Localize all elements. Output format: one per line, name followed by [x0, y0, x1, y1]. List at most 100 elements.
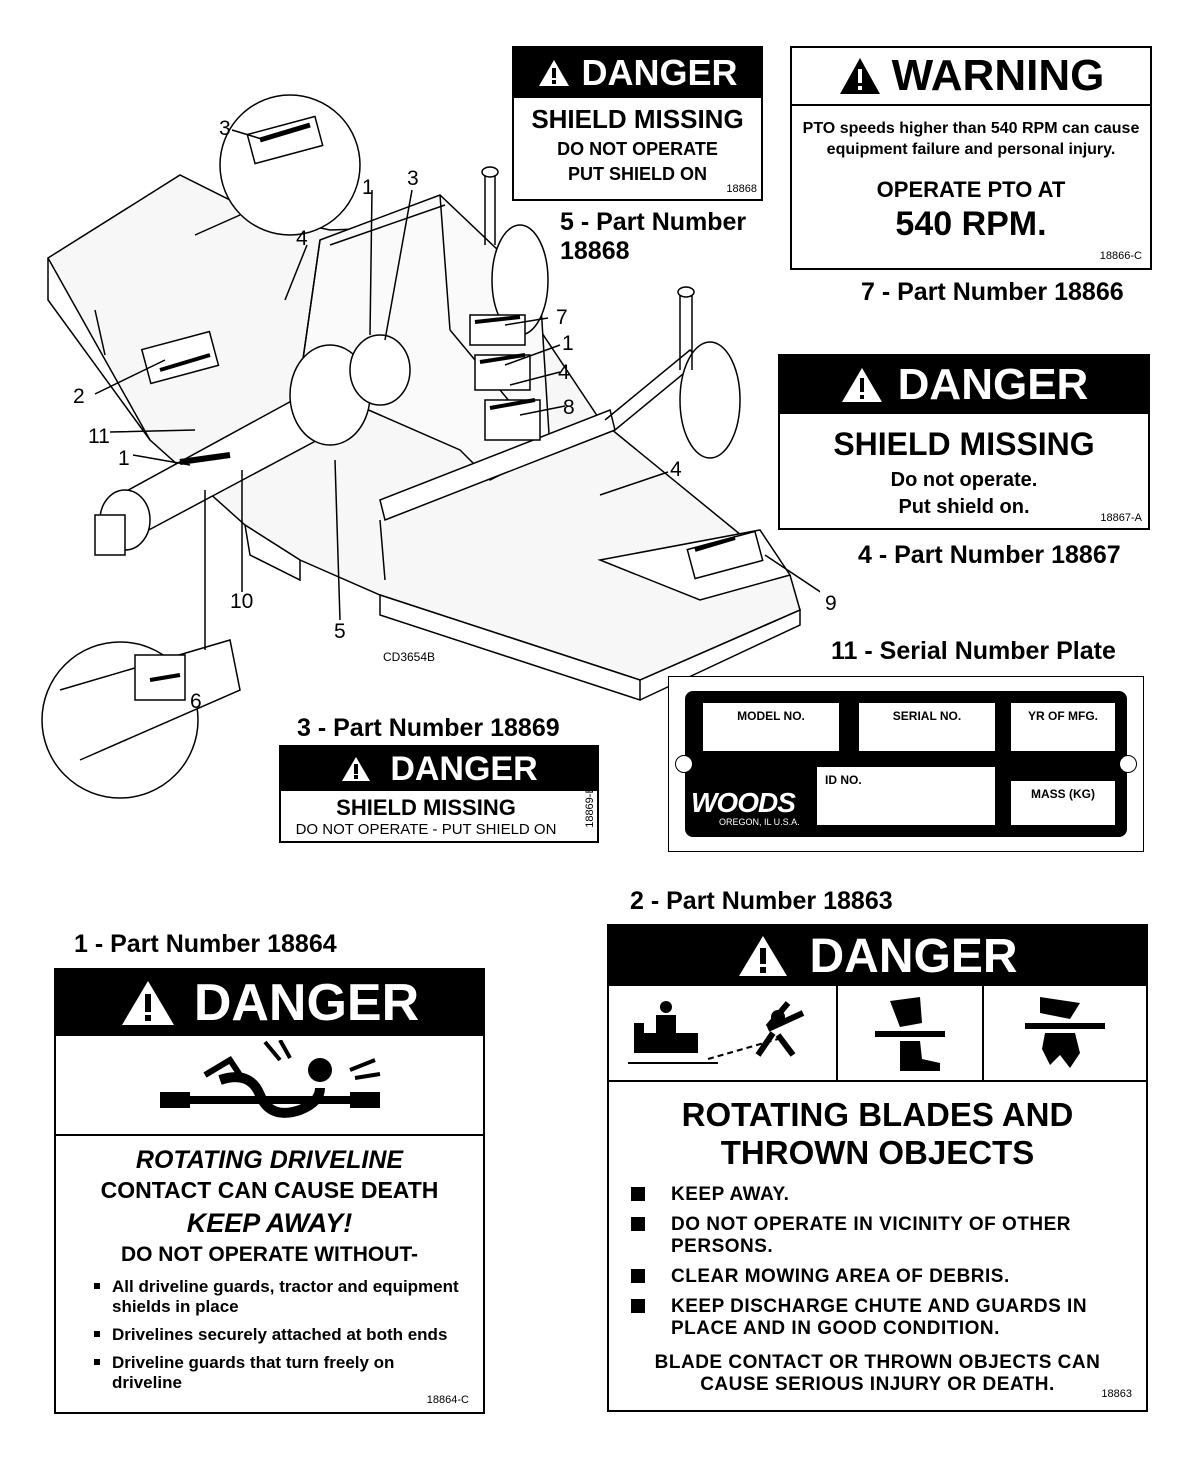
decal-line1: SHIELD MISSING: [531, 104, 744, 134]
decal-header: DANGER: [281, 747, 597, 791]
bullet-text: CLEAR MOWING AREA OF DEBRIS.: [671, 1266, 1010, 1287]
bullet-text: Drivelines securely attached at both end…: [112, 1325, 448, 1344]
callout-9: 9: [825, 592, 837, 615]
list-item: Drivelines securely attached at both end…: [94, 1325, 459, 1345]
callout-6: 6: [190, 690, 202, 713]
decal-line4: DO NOT OPERATE WITHOUT-: [120, 1243, 419, 1266]
list-item: CLEAR MOWING AREA OF DEBRIS.: [631, 1266, 1116, 1288]
callout-4-deck: 4: [670, 458, 682, 481]
plate-body: MODEL NO. SERIAL NO. YR OF MFG. ID NO. M…: [685, 691, 1127, 837]
bullet-square-icon: [631, 1299, 645, 1313]
bullet-square-icon: [631, 1269, 645, 1283]
decal-header: DANGER: [56, 970, 483, 1036]
decal-header: WARNING: [792, 48, 1150, 106]
decal-code: 18868: [726, 183, 757, 195]
plate-model-field: MODEL NO.: [703, 703, 839, 751]
decal-code: 18867-A: [1100, 512, 1142, 524]
decal-line1: ROTATING DRIVELINE: [135, 1146, 404, 1174]
caption-decal-2: 2 - Part Number 18863: [630, 887, 893, 915]
pictogram-panel: [56, 1036, 483, 1136]
callout-7: 7: [556, 306, 568, 329]
plate-hole-left: [675, 755, 693, 773]
decal-header: DANGER: [780, 356, 1148, 414]
decal-title2: THROWN OBJECTS: [720, 1134, 1035, 1171]
decal-header-text: DANGER: [809, 929, 1018, 983]
decal-header-text: DANGER: [581, 52, 738, 93]
decal-header-text: DANGER: [193, 974, 420, 1032]
decal-bullet-list: KEEP AWAY. DO NOT OPERATE IN VICINITY OF…: [631, 1184, 1116, 1340]
decal-line2: DO NOT OPERATE: [557, 139, 718, 159]
decal-18869: DANGER SHIELD MISSING DO NOT OPERATE - P…: [279, 745, 599, 843]
list-item: DO NOT OPERATE IN VICINITY OF OTHER PERS…: [631, 1214, 1116, 1258]
decal-header-text: WARNING: [891, 51, 1105, 100]
decal-footer2: CAUSE SERIOUS INJURY OR DEATH.: [700, 1374, 1055, 1395]
decal-code: 18863: [1101, 1388, 1132, 1400]
decal-18866: WARNING PTO speeds higher than 540 RPM c…: [790, 46, 1152, 270]
serial-number-plate: MODEL NO. SERIAL NO. YR OF MFG. ID NO. M…: [668, 676, 1144, 852]
callout-11: 11: [88, 425, 110, 448]
callout-1-top: 1: [362, 176, 374, 199]
bullet-text: Driveline guards that turn freely on dri…: [112, 1353, 395, 1392]
thrown-object-pictogram: [609, 986, 838, 1080]
callout-4-top: 4: [296, 227, 308, 250]
bullet-text: KEEP DISCHARGE CHUTE AND GUARDS IN PLACE…: [671, 1296, 1088, 1339]
decal-18867: DANGER SHIELD MISSING Do not operate. Pu…: [778, 354, 1150, 530]
warning-triangle-icon: [739, 936, 788, 976]
caption-decal-4: 4 - Part Number 18867: [858, 541, 1121, 569]
decal-line3: PUT SHIELD ON: [567, 164, 707, 184]
decal-line2: DO NOT OPERATE - PUT SHIELD ON: [295, 821, 557, 838]
caption-decal-7: 7 - Part Number 18866: [861, 278, 1124, 306]
decal-code: 18869-B: [584, 786, 597, 828]
hand-blade-icon: [1025, 997, 1105, 1068]
list-item: KEEP DISCHARGE CHUTE AND GUARDS IN PLACE…: [631, 1296, 1116, 1340]
warning-triangle-icon: [839, 58, 880, 94]
callout-5: 5: [334, 620, 346, 643]
mower-diagram: 3 1 3 4 7 1 4 8 2 11 1 4 10 9 5 6 CD3654…: [0, 0, 837, 880]
bullet-text: All driveline guards, tractor and equipm…: [112, 1277, 459, 1316]
decal-code: 18866-C: [1099, 250, 1142, 262]
bullet-square-icon: [631, 1217, 645, 1231]
caption-decal-3: 3 - Part Number 18869: [297, 714, 560, 742]
bullet-square-icon: [631, 1187, 645, 1201]
decal-line4: 540 RPM.: [895, 205, 1047, 243]
bullet-text: DO NOT OPERATE IN VICINITY OF OTHER PERS…: [671, 1214, 1071, 1257]
callout-10: 10: [230, 590, 254, 613]
woods-logo: WOODS: [691, 787, 796, 818]
callout-2: 2: [73, 385, 85, 408]
plate-mass-field: MASS (KG): [1011, 781, 1115, 825]
caption-decal-1: 1 - Part Number 18864: [74, 930, 337, 958]
decal-line1: SHIELD MISSING: [336, 795, 516, 820]
callout-8: 8: [563, 396, 575, 419]
mower-line-drawing: [41, 94, 826, 799]
decal-18868: DANGER SHIELD MISSING DO NOT OPERATE PUT…: [512, 46, 763, 201]
decal-line3: OPERATE PTO AT: [876, 177, 1066, 202]
list-item: Driveline guards that turn freely on dri…: [94, 1353, 459, 1393]
plate-id-field: ID NO.: [817, 767, 995, 825]
bullet-square-icon: [94, 1283, 100, 1289]
decal-header-text: DANGER: [897, 360, 1089, 409]
list-item: All driveline guards, tractor and equipm…: [94, 1277, 459, 1317]
decal-footer1: BLADE CONTACT OR THROWN OBJECTS CAN: [654, 1352, 1101, 1373]
decal-code: 18864-C: [426, 1394, 469, 1406]
decal-line2: Do not operate.: [890, 469, 1038, 491]
warning-triangle-icon: [121, 981, 174, 1025]
callout-1-right: 1: [562, 332, 574, 355]
plate-location: OREGON, IL U.S.A.: [719, 817, 800, 827]
foot-blade-icon: [875, 997, 945, 1071]
plate-hole-right: [1119, 755, 1137, 773]
foot-blade-pictogram: [838, 986, 984, 1080]
pictogram-row: [609, 986, 1146, 1082]
bullet-square-icon: [94, 1359, 100, 1365]
decal-line3: KEEP AWAY!: [186, 1208, 353, 1238]
bullet-text: KEEP AWAY.: [671, 1184, 790, 1205]
decal-line3: Put shield on.: [898, 496, 1030, 518]
callout-4-right: 4: [558, 361, 570, 384]
plate-year-field: YR OF MFG.: [1011, 703, 1115, 751]
callout-3-mid: 3: [407, 167, 419, 190]
drawing-code: CD3654B: [383, 650, 436, 664]
list-item: KEEP AWAY.: [631, 1184, 1116, 1206]
decal-line2: CONTACT CAN CAUSE DEATH: [100, 1177, 439, 1203]
decal-header-text: DANGER: [390, 749, 538, 788]
decal-18863: DANGER: [607, 924, 1148, 1412]
callout-3-top: 3: [219, 117, 231, 140]
